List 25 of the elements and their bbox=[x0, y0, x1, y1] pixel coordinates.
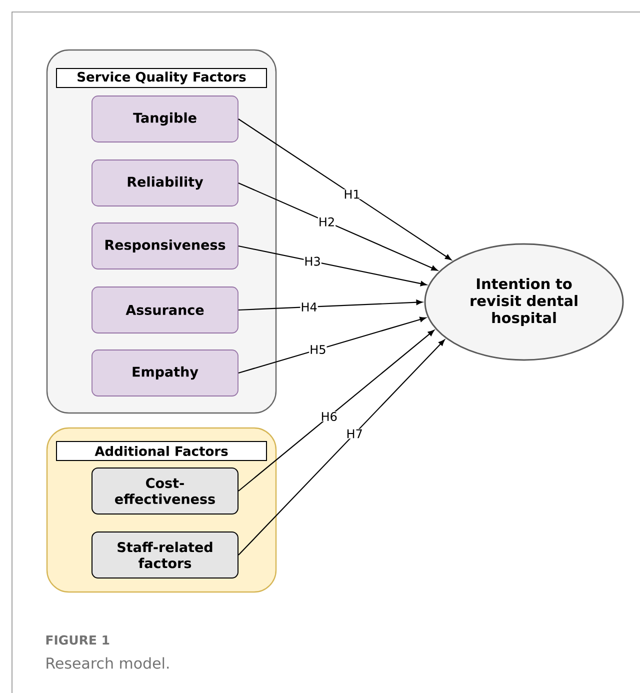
arrow bbox=[238, 118, 452, 260]
caption: Research model. bbox=[46, 657, 169, 669]
arrow bbox=[238, 316, 426, 374]
factor-box: Cost-effectiveness bbox=[92, 468, 238, 514]
factor-box: Reliability bbox=[92, 160, 238, 206]
arrow bbox=[238, 340, 445, 556]
factor-box: Empathy bbox=[92, 350, 238, 396]
factor-box: Staff-related factors bbox=[92, 532, 238, 578]
arrow bbox=[238, 245, 427, 286]
factor-box: Responsiveness bbox=[92, 222, 238, 270]
edge-label: H5 bbox=[310, 345, 326, 354]
panel-heading: Additional Factors bbox=[56, 441, 267, 461]
edge-label: H7 bbox=[347, 429, 362, 438]
arrow bbox=[238, 182, 438, 271]
edge-label: H3 bbox=[305, 256, 320, 266]
panel-heading: Service Quality Factors bbox=[56, 68, 267, 88]
arrow bbox=[238, 300, 423, 311]
figure-number: FIGURE 1 bbox=[46, 635, 110, 645]
edge-label: H4 bbox=[302, 302, 317, 312]
factor-box: Assurance bbox=[92, 286, 238, 334]
edge-label: H2 bbox=[320, 217, 334, 226]
edge-label: H6 bbox=[322, 412, 337, 422]
arrow bbox=[238, 330, 434, 492]
edge-label: H1 bbox=[344, 190, 360, 199]
factor-box: Tangible bbox=[92, 96, 238, 142]
